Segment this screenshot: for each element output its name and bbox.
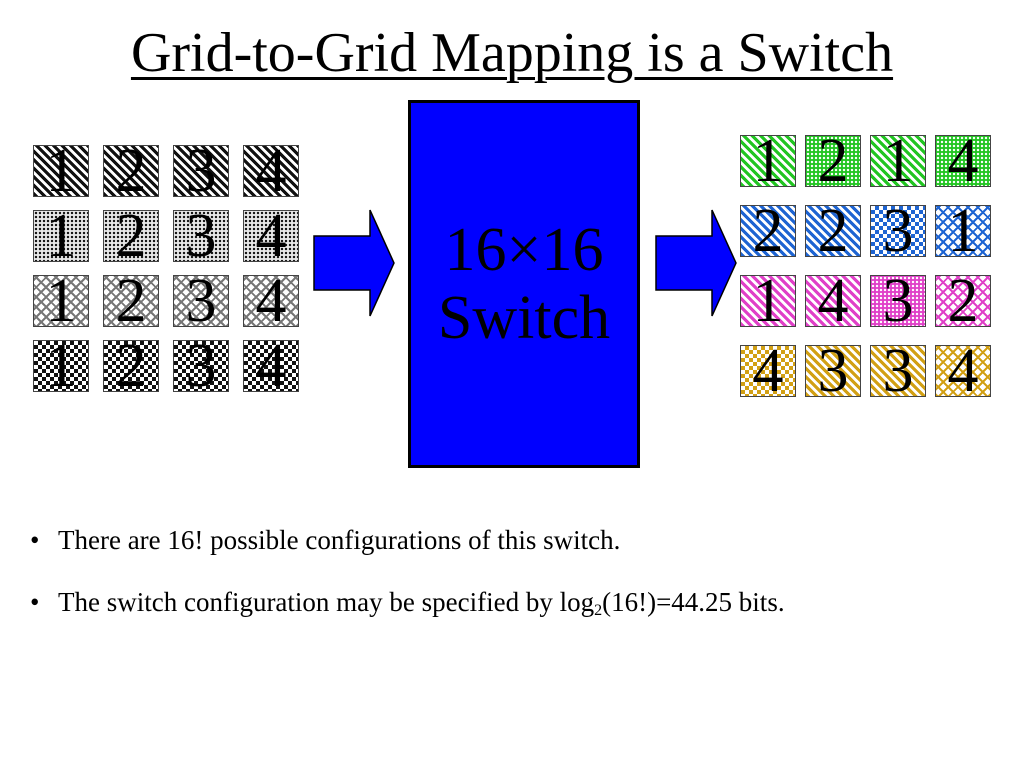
source-tile: 2: [103, 267, 159, 335]
bullet-text: There are 16! possible configurations of…: [58, 525, 621, 555]
switch-label-text: Switch: [437, 284, 611, 352]
tile-number: 4: [255, 137, 287, 205]
arrow-right-icon: [655, 209, 737, 317]
source-tile: 2: [103, 332, 159, 400]
destination-tile: 2: [805, 197, 861, 265]
bullet-item: • There are 16! possible configurations …: [30, 522, 1010, 558]
tile-number: 2: [947, 267, 979, 335]
tile-number: 1: [45, 137, 77, 205]
destination-tile: 3: [870, 197, 926, 265]
source-tile: 2: [103, 137, 159, 205]
tile-number: 1: [45, 332, 77, 400]
tile-number: 3: [882, 197, 914, 265]
destination-tile: 2: [740, 197, 796, 265]
bullet-text-post: (16!)=44.25 bits.: [602, 587, 785, 617]
tile-number: 2: [115, 332, 147, 400]
destination-tile: 1: [740, 127, 796, 195]
source-tile: 4: [243, 267, 299, 335]
source-tile: 4: [243, 332, 299, 400]
tile-number: 4: [255, 267, 287, 335]
source-tile: 1: [33, 267, 89, 335]
tile-number: 1: [752, 127, 784, 195]
tile-number: 3: [185, 332, 217, 400]
tile-number: 4: [255, 202, 287, 270]
destination-tile: 4: [805, 267, 861, 335]
tile-number: 4: [752, 337, 784, 405]
arrow-right-icon: [313, 209, 395, 317]
bullet-item: • The switch configuration may be specif…: [30, 584, 1010, 629]
tile-number: 3: [882, 337, 914, 405]
page-title: Grid-to-Grid Mapping is a Switch: [130, 22, 894, 84]
source-tile: 4: [243, 202, 299, 270]
tile-number: 1: [752, 267, 784, 335]
tile-number: 1: [947, 197, 979, 265]
tile-number: 3: [817, 337, 849, 405]
bullet-text: The switch configuration may be specifie…: [58, 584, 785, 629]
source-tile: 3: [173, 267, 229, 335]
tile-number: 2: [817, 197, 849, 265]
switch-label-size: 16×16: [444, 216, 604, 284]
destination-tile: 3: [870, 337, 926, 405]
destination-tile: 4: [935, 127, 991, 195]
destination-tile: 1: [935, 197, 991, 265]
destination-tile: 4: [935, 337, 991, 405]
destination-tile: 2: [935, 267, 991, 335]
tile-number: 4: [947, 127, 979, 195]
tile-number: 3: [185, 202, 217, 270]
source-tile: 2: [103, 202, 159, 270]
destination-tile: 1: [740, 267, 796, 335]
tile-number: 3: [185, 137, 217, 205]
tile-number: 3: [185, 267, 217, 335]
tile-number: 2: [817, 127, 849, 195]
bullet-marker: •: [30, 525, 40, 555]
tile-number: 2: [115, 202, 147, 270]
switch-box: 16×16 Switch: [408, 100, 640, 468]
source-tile: 1: [33, 137, 89, 205]
tile-number: 1: [45, 202, 77, 270]
destination-tile: 3: [870, 267, 926, 335]
tile-number: 2: [115, 267, 147, 335]
tile-number: 2: [115, 137, 147, 205]
source-tile: 3: [173, 137, 229, 205]
source-tile: 3: [173, 202, 229, 270]
tile-number: 1: [45, 267, 77, 335]
bullet-list: • There are 16! possible configurations …: [30, 522, 1010, 655]
source-tile: 3: [173, 332, 229, 400]
source-tile: 4: [243, 137, 299, 205]
log-base: 2: [594, 602, 603, 619]
destination-tile: 4: [740, 337, 796, 405]
tile-number: 4: [817, 267, 849, 335]
destination-tile: 2: [805, 127, 861, 195]
tile-number: 4: [255, 332, 287, 400]
destination-tile: 1: [870, 127, 926, 195]
tile-number: 4: [947, 337, 979, 405]
bullet-marker: •: [30, 587, 40, 617]
destination-tile: 3: [805, 337, 861, 405]
source-tile: 1: [33, 332, 89, 400]
tile-number: 3: [882, 267, 914, 335]
tile-number: 1: [882, 127, 914, 195]
tile-number: 2: [752, 197, 784, 265]
source-tile: 1: [33, 202, 89, 270]
bullet-text-pre: The switch configuration may be specifie…: [58, 587, 595, 617]
